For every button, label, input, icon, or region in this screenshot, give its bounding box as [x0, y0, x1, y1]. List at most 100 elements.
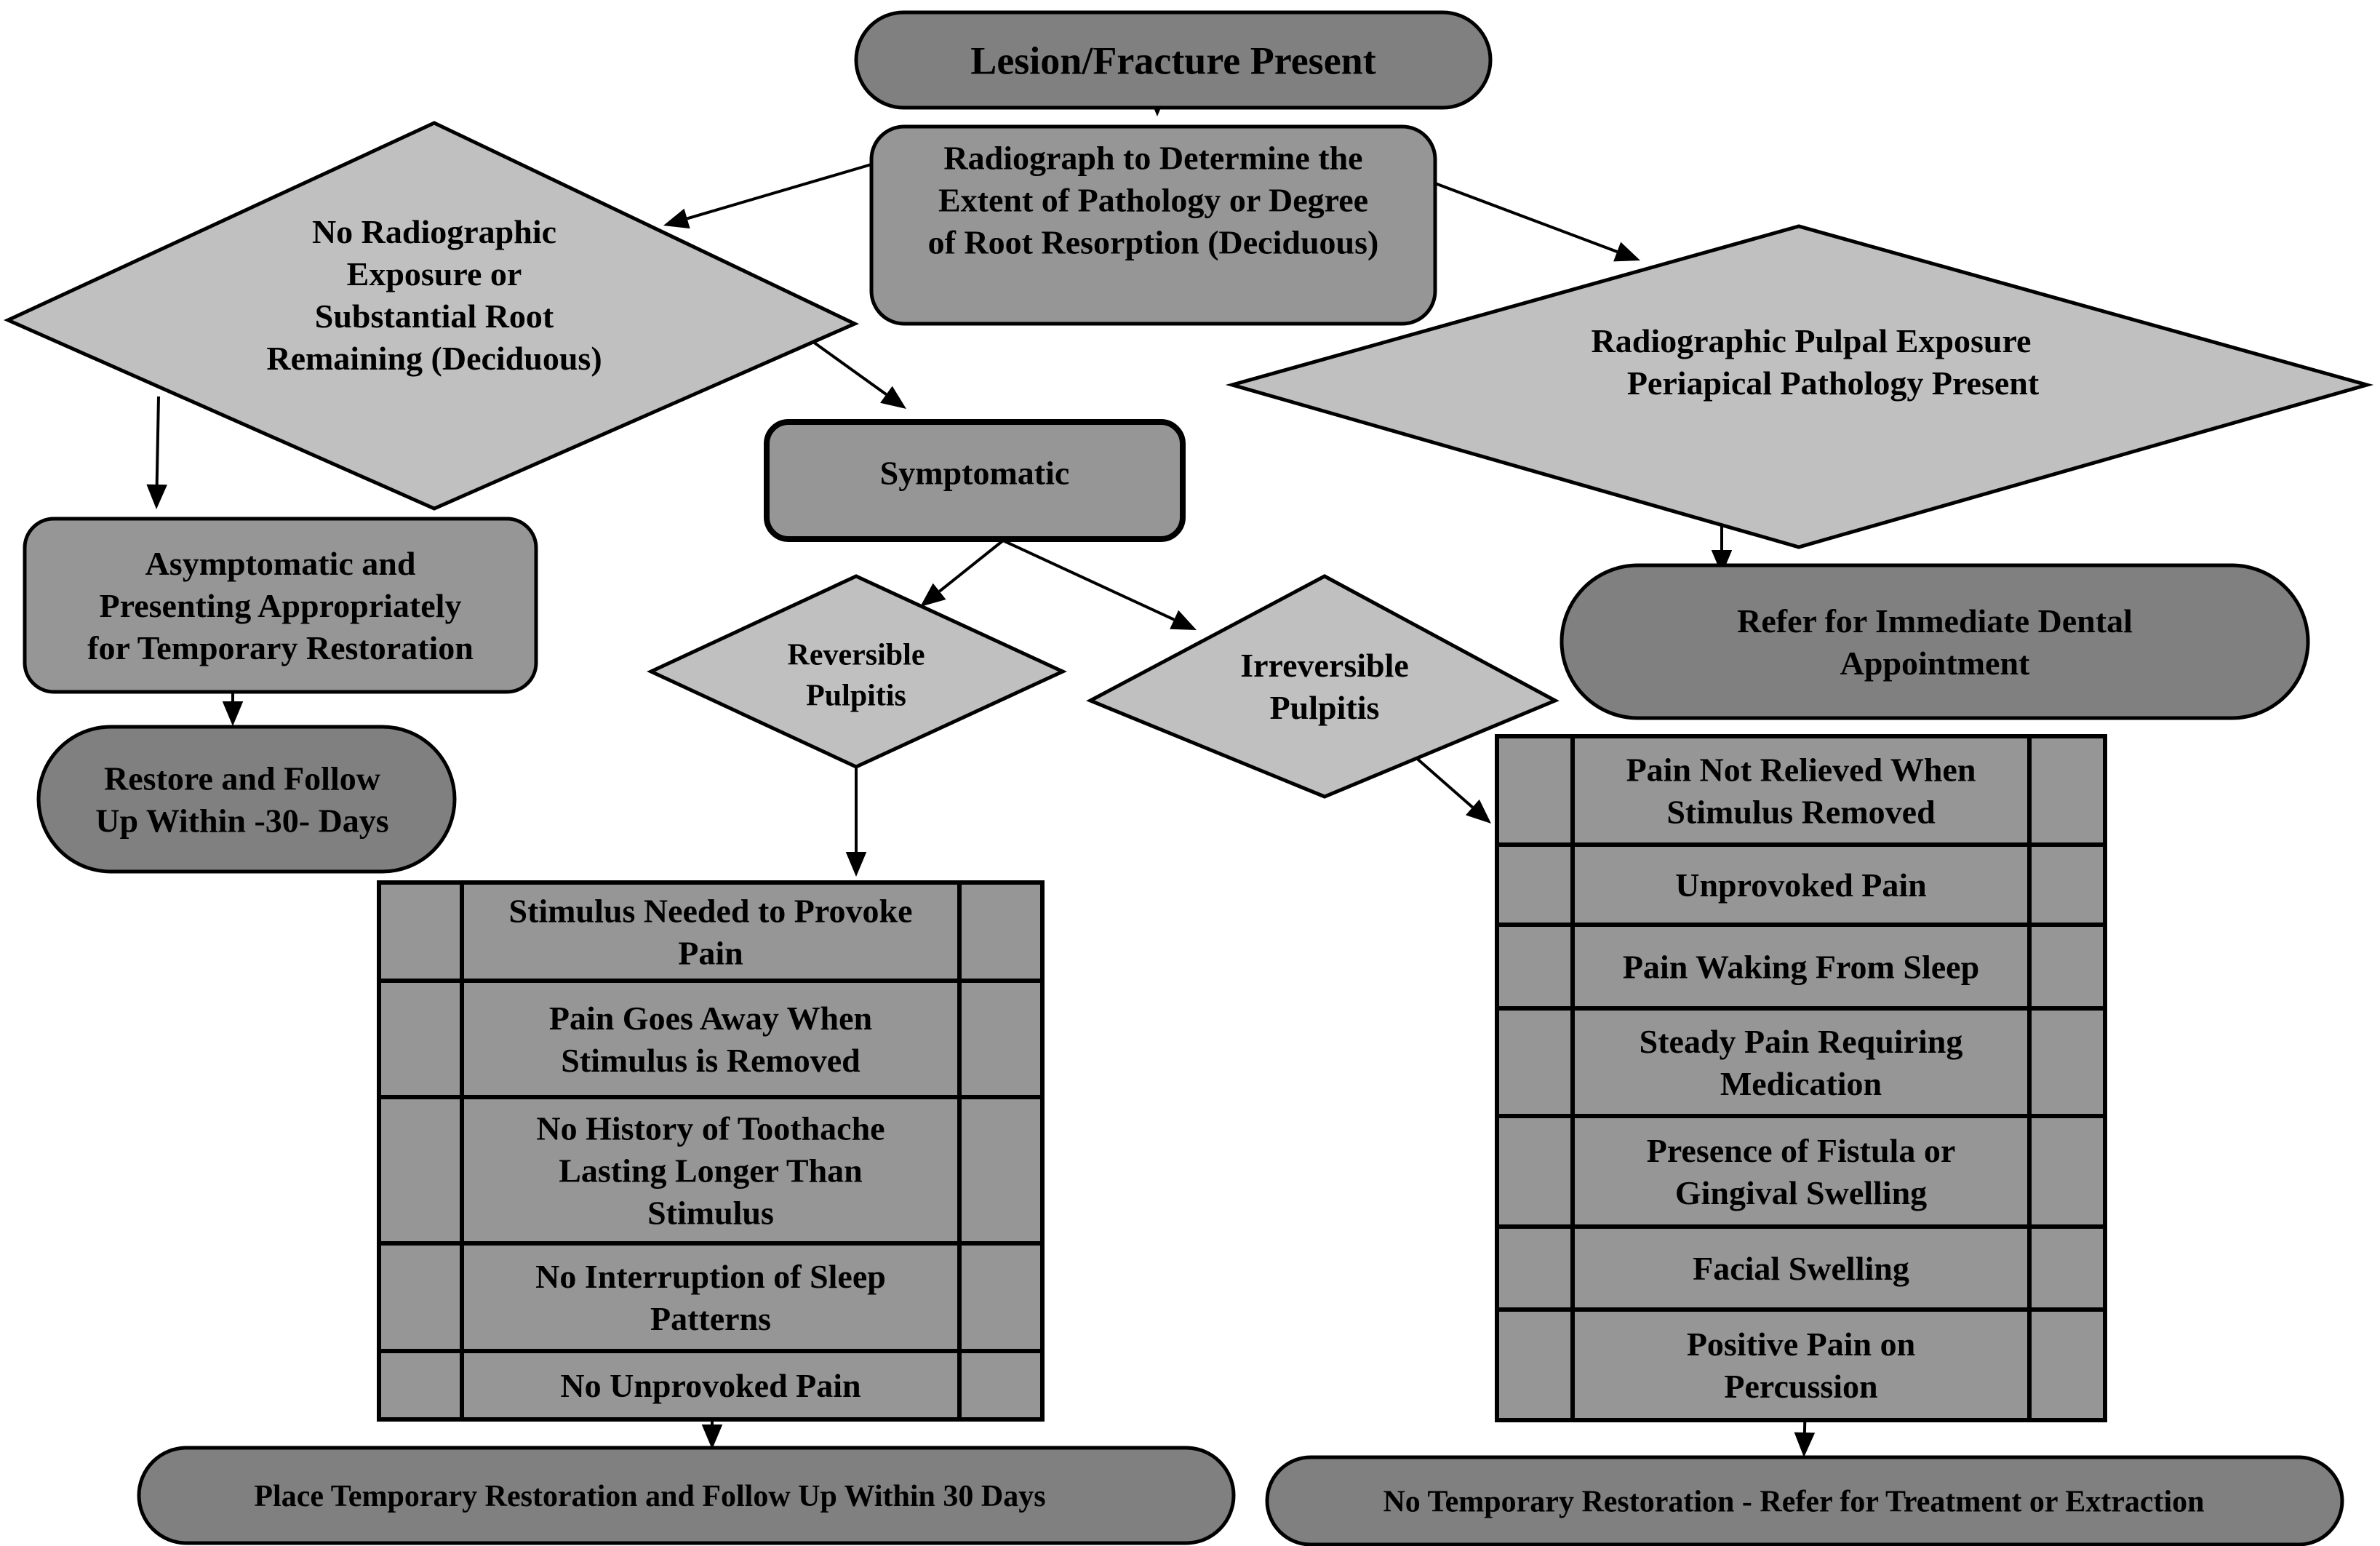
- node-text-line: Periapical Pathology Present: [1627, 364, 2040, 402]
- criteria-side-cell: [957, 1349, 1045, 1422]
- criteria-side-cell: [2027, 1307, 2107, 1422]
- node-text-line: Extent of Pathology or Degree: [938, 182, 1368, 219]
- connector-line: [687, 163, 872, 220]
- criteria-cell: [460, 1095, 962, 1246]
- node-text-line: No Unprovoked Pain: [560, 1367, 860, 1404]
- node-text-line: Appointment: [1840, 645, 2030, 682]
- node-text-line: Up Within -30- Days: [95, 802, 388, 840]
- criteria-side-cell: [957, 979, 1045, 1099]
- process-shape: [869, 124, 1437, 326]
- criteria-row: No Unprovoked Pain: [377, 1349, 1045, 1422]
- node-text-line: Pain: [678, 935, 743, 972]
- node-text-line: of Root Resorption (Deciduous): [928, 224, 1379, 261]
- criteria-row: Unprovoked Pain: [1495, 842, 2107, 927]
- edge-reversible-to-criteria: [845, 767, 867, 877]
- node-text-line: Lasting Longer Than: [559, 1152, 863, 1190]
- decision-shape: [647, 574, 1067, 769]
- terminal-shape: [1265, 1455, 2344, 1546]
- node-text-line: Place Temporary Restoration and Follow U…: [254, 1480, 1045, 1513]
- node-text-line: No Temporary Restoration - Refer for Tre…: [1383, 1486, 2204, 1519]
- criteria-side-cell: [2027, 1224, 2107, 1312]
- connector-line: [1434, 182, 1618, 253]
- criteria-side-cell: [1495, 1307, 1575, 1422]
- terminal-no-temporary-restoration: No Temporary Restoration - Refer for Tre…: [1265, 1455, 2344, 1546]
- edge-radiograph-to-no-exposure: [663, 163, 872, 229]
- criteria-row: Positive Pain on Percussion: [1495, 1307, 2107, 1422]
- criteria-side-cell: [2027, 1114, 2107, 1229]
- arrowhead-icon: [701, 1425, 723, 1449]
- decision-shape: [3, 121, 859, 511]
- node-text-line: Percussion: [1724, 1368, 1877, 1405]
- terminal-shape: [36, 725, 457, 874]
- connector-line: [1002, 539, 1175, 621]
- node-text-line: Reversible: [788, 639, 925, 672]
- criteria-row: Pain Waking From Sleep: [1495, 923, 2107, 1011]
- terminal-shape: [854, 10, 1493, 110]
- terminal-restore-follow-up: Restore and Follow Up Within -30- Days: [36, 725, 457, 874]
- criteria-side-cell: [2027, 923, 2107, 1011]
- criteria-side-cell: [377, 1095, 464, 1246]
- process-shape: [23, 517, 538, 694]
- node-text-line: Presence of Fistula or: [1647, 1132, 1956, 1169]
- edge-no-exposure-to-symptomatic: [807, 337, 906, 409]
- node-text-line: Pain Not Relieved When: [1626, 752, 1976, 789]
- arrowhead-icon: [1794, 1432, 1816, 1457]
- node-text-line: Pain Goes Away When: [549, 1000, 872, 1037]
- node-text-line: Stimulus Removed: [1666, 794, 1936, 831]
- node-text-line: Stimulus is Removed: [561, 1042, 860, 1079]
- decision-shape: [1225, 224, 2374, 549]
- node-text-line: Exposure or: [347, 255, 522, 292]
- node-text-line: Steady Pain Requiring: [1640, 1023, 1963, 1060]
- criteria-cell: [1570, 1307, 2032, 1422]
- terminal-place-temporary-restoration: Place Temporary Restoration and Follow U…: [137, 1446, 1236, 1545]
- node-text-line: Unprovoked Pain: [1675, 866, 1927, 904]
- arrowhead-icon: [1711, 550, 1733, 575]
- edge-asymptomatic-to-restore: [222, 692, 244, 726]
- node-text-line: Restore and Follow: [104, 760, 380, 797]
- criteria-side-cell: [957, 880, 1045, 983]
- criteria-side-cell: [1495, 923, 1575, 1011]
- edge-symptomatic-to-reversible: [920, 539, 1005, 607]
- criteria-side-cell: [377, 1241, 464, 1353]
- criteria-side-cell: [377, 1349, 464, 1422]
- criteria-cell: [460, 880, 962, 983]
- arrowhead-icon: [880, 386, 906, 409]
- node-text-line: Positive Pain on: [1687, 1326, 1915, 1363]
- node-text-line: Stimulus: [647, 1195, 774, 1232]
- node-text-line: No Interruption of Sleep: [535, 1258, 886, 1295]
- arrowhead-icon: [845, 852, 867, 877]
- edge-no-exposure-to-asymptomatic: [146, 396, 167, 509]
- edge-symptomatic-to-irreversible: [1002, 539, 1197, 630]
- node-text-line: Pain Waking From Sleep: [1623, 949, 1979, 986]
- criteria-side-cell: [1495, 1114, 1575, 1229]
- criteria-side-cell: [377, 880, 464, 983]
- arrowhead-icon: [222, 701, 244, 726]
- node-text-line: Remaining (Deciduous): [266, 340, 602, 377]
- decision-shape: [1086, 574, 1560, 799]
- node-text-line: Irreversible: [1240, 647, 1409, 684]
- arrowhead-icon: [146, 484, 167, 509]
- criteria-side-cell: [1495, 842, 1575, 927]
- criteria-side-cell: [1495, 734, 1575, 847]
- connector-line: [1413, 755, 1474, 809]
- node-text-line: Patterns: [650, 1300, 771, 1337]
- node-text-line: Presenting Appropriately: [100, 587, 462, 624]
- criteria-side-cell: [957, 1095, 1045, 1246]
- criteria-side-cell: [1495, 1224, 1575, 1312]
- node-text-line: Pulpitis: [806, 680, 906, 713]
- process-symptomatic: Symptomatic: [764, 419, 1186, 542]
